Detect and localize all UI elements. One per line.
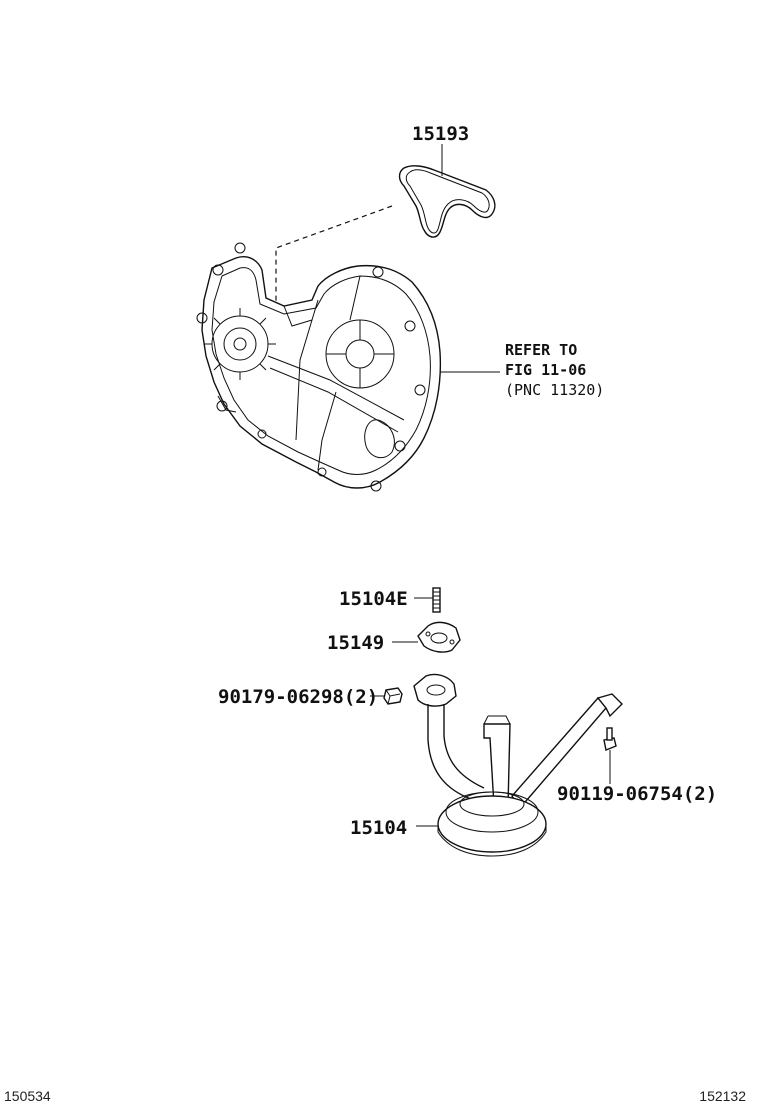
- reference-line-1: REFER TO: [505, 341, 577, 359]
- housing-drawing: [196, 242, 442, 492]
- label-15193: 15193: [412, 123, 469, 145]
- footer-code-right: 152132: [699, 1088, 746, 1104]
- nut-drawing: [383, 687, 403, 705]
- stud-15104E-drawing: [432, 587, 441, 613]
- reference-line-2: FIG 11-06: [505, 361, 586, 379]
- label-90119-06754: 90119-06754(2): [557, 783, 717, 805]
- reference-line-3: (PNC 11320): [505, 381, 604, 399]
- gasket-15149-drawing: [417, 621, 461, 653]
- footer-code-left: 150534: [4, 1088, 51, 1104]
- bolt-drawing: [603, 727, 617, 751]
- label-90179-06298: 90179-06298(2): [218, 686, 378, 708]
- label-15104: 15104: [350, 817, 407, 839]
- label-15104E: 15104E: [339, 588, 408, 610]
- gasket-15193-drawing: [398, 165, 496, 238]
- strainer-15104-drawing: [413, 673, 623, 857]
- label-15149: 15149: [327, 632, 384, 654]
